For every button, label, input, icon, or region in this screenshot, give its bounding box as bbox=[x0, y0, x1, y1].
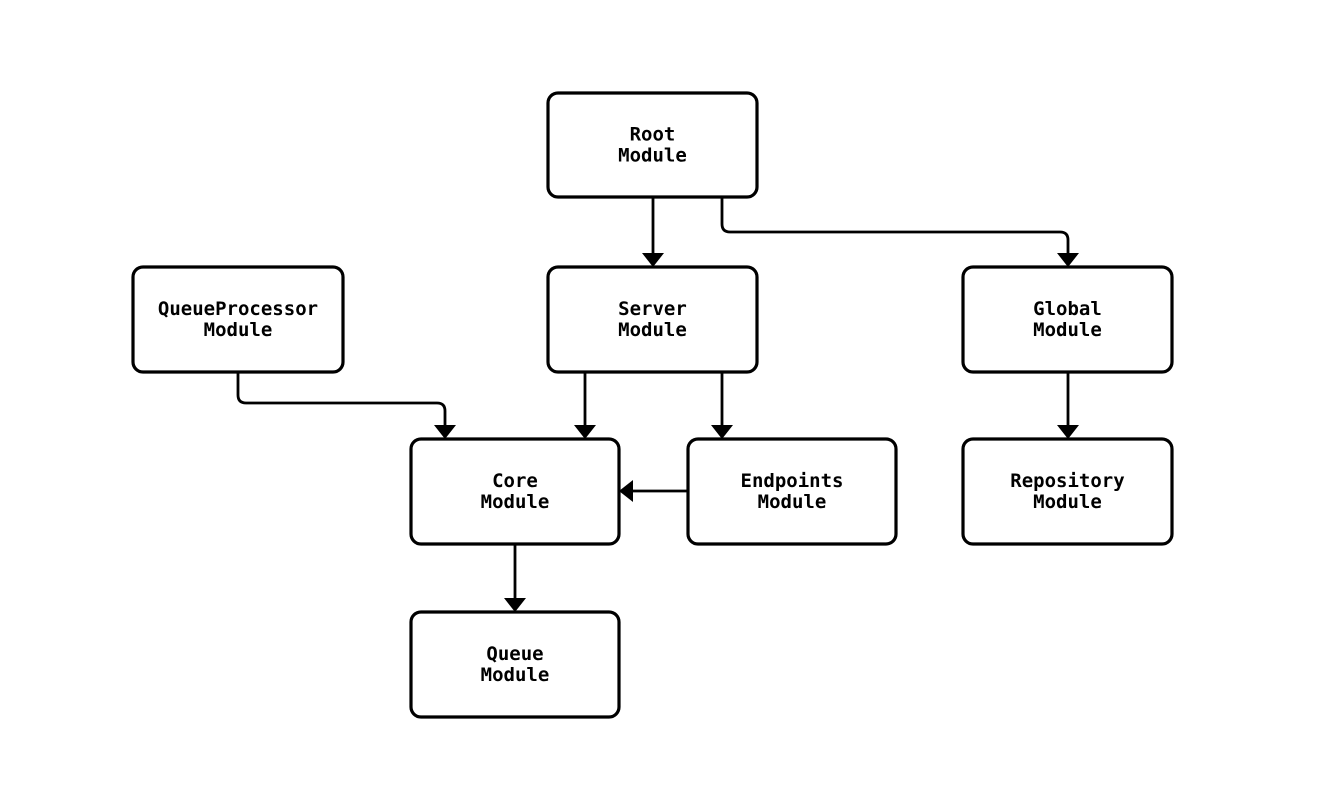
edge-root-to-server bbox=[642, 197, 664, 267]
edge-server-to-core bbox=[574, 372, 596, 439]
node-label-line: Module bbox=[481, 664, 550, 686]
edge-line bbox=[236, 372, 447, 426]
node-label-line: Module bbox=[204, 319, 273, 341]
node-box bbox=[686, 437, 898, 546]
node-label-line: Module bbox=[618, 319, 687, 341]
node-box bbox=[409, 437, 621, 546]
edge-root-to-global bbox=[720, 197, 1079, 267]
arrowhead-icon bbox=[642, 253, 664, 267]
node-box bbox=[546, 265, 759, 374]
node-label-line: Module bbox=[618, 145, 687, 167]
edge-core-to-queue bbox=[504, 544, 526, 612]
node-box bbox=[546, 91, 759, 199]
node-box bbox=[131, 265, 345, 374]
node-label-line: Core bbox=[492, 470, 538, 492]
node-label-line: Module bbox=[1033, 319, 1102, 341]
node-box bbox=[961, 265, 1174, 374]
node-label-line: Global bbox=[1033, 298, 1102, 320]
node-box bbox=[409, 610, 621, 719]
arrowhead-icon bbox=[504, 598, 526, 612]
edge-server-to-endpoints bbox=[711, 372, 733, 439]
node-box bbox=[961, 437, 1174, 546]
node-label-line: QueueProcessor bbox=[158, 298, 318, 320]
node-label-line: Module bbox=[1033, 491, 1102, 513]
arrowhead-icon bbox=[434, 425, 456, 439]
edge-endpoints-to-core bbox=[619, 480, 688, 502]
node-label-line: Repository bbox=[1010, 470, 1124, 492]
arrowhead-icon bbox=[619, 480, 633, 502]
edge-line bbox=[720, 197, 1070, 254]
node-label-line: Module bbox=[481, 491, 550, 513]
arrowhead-icon bbox=[1057, 425, 1079, 439]
arrowhead-icon bbox=[711, 425, 733, 439]
node-label-line: Queue bbox=[486, 643, 543, 665]
arrowhead-icon bbox=[574, 425, 596, 439]
node-label-line: Module bbox=[758, 491, 827, 513]
node-label-line: Endpoints bbox=[741, 470, 844, 492]
edge-queueprocessor-to-core bbox=[236, 372, 456, 439]
node-label-line: Server bbox=[618, 298, 687, 320]
edge-global-to-repository bbox=[1057, 372, 1079, 439]
arrowhead-icon bbox=[1057, 253, 1079, 267]
node-label-line: Root bbox=[630, 124, 676, 146]
